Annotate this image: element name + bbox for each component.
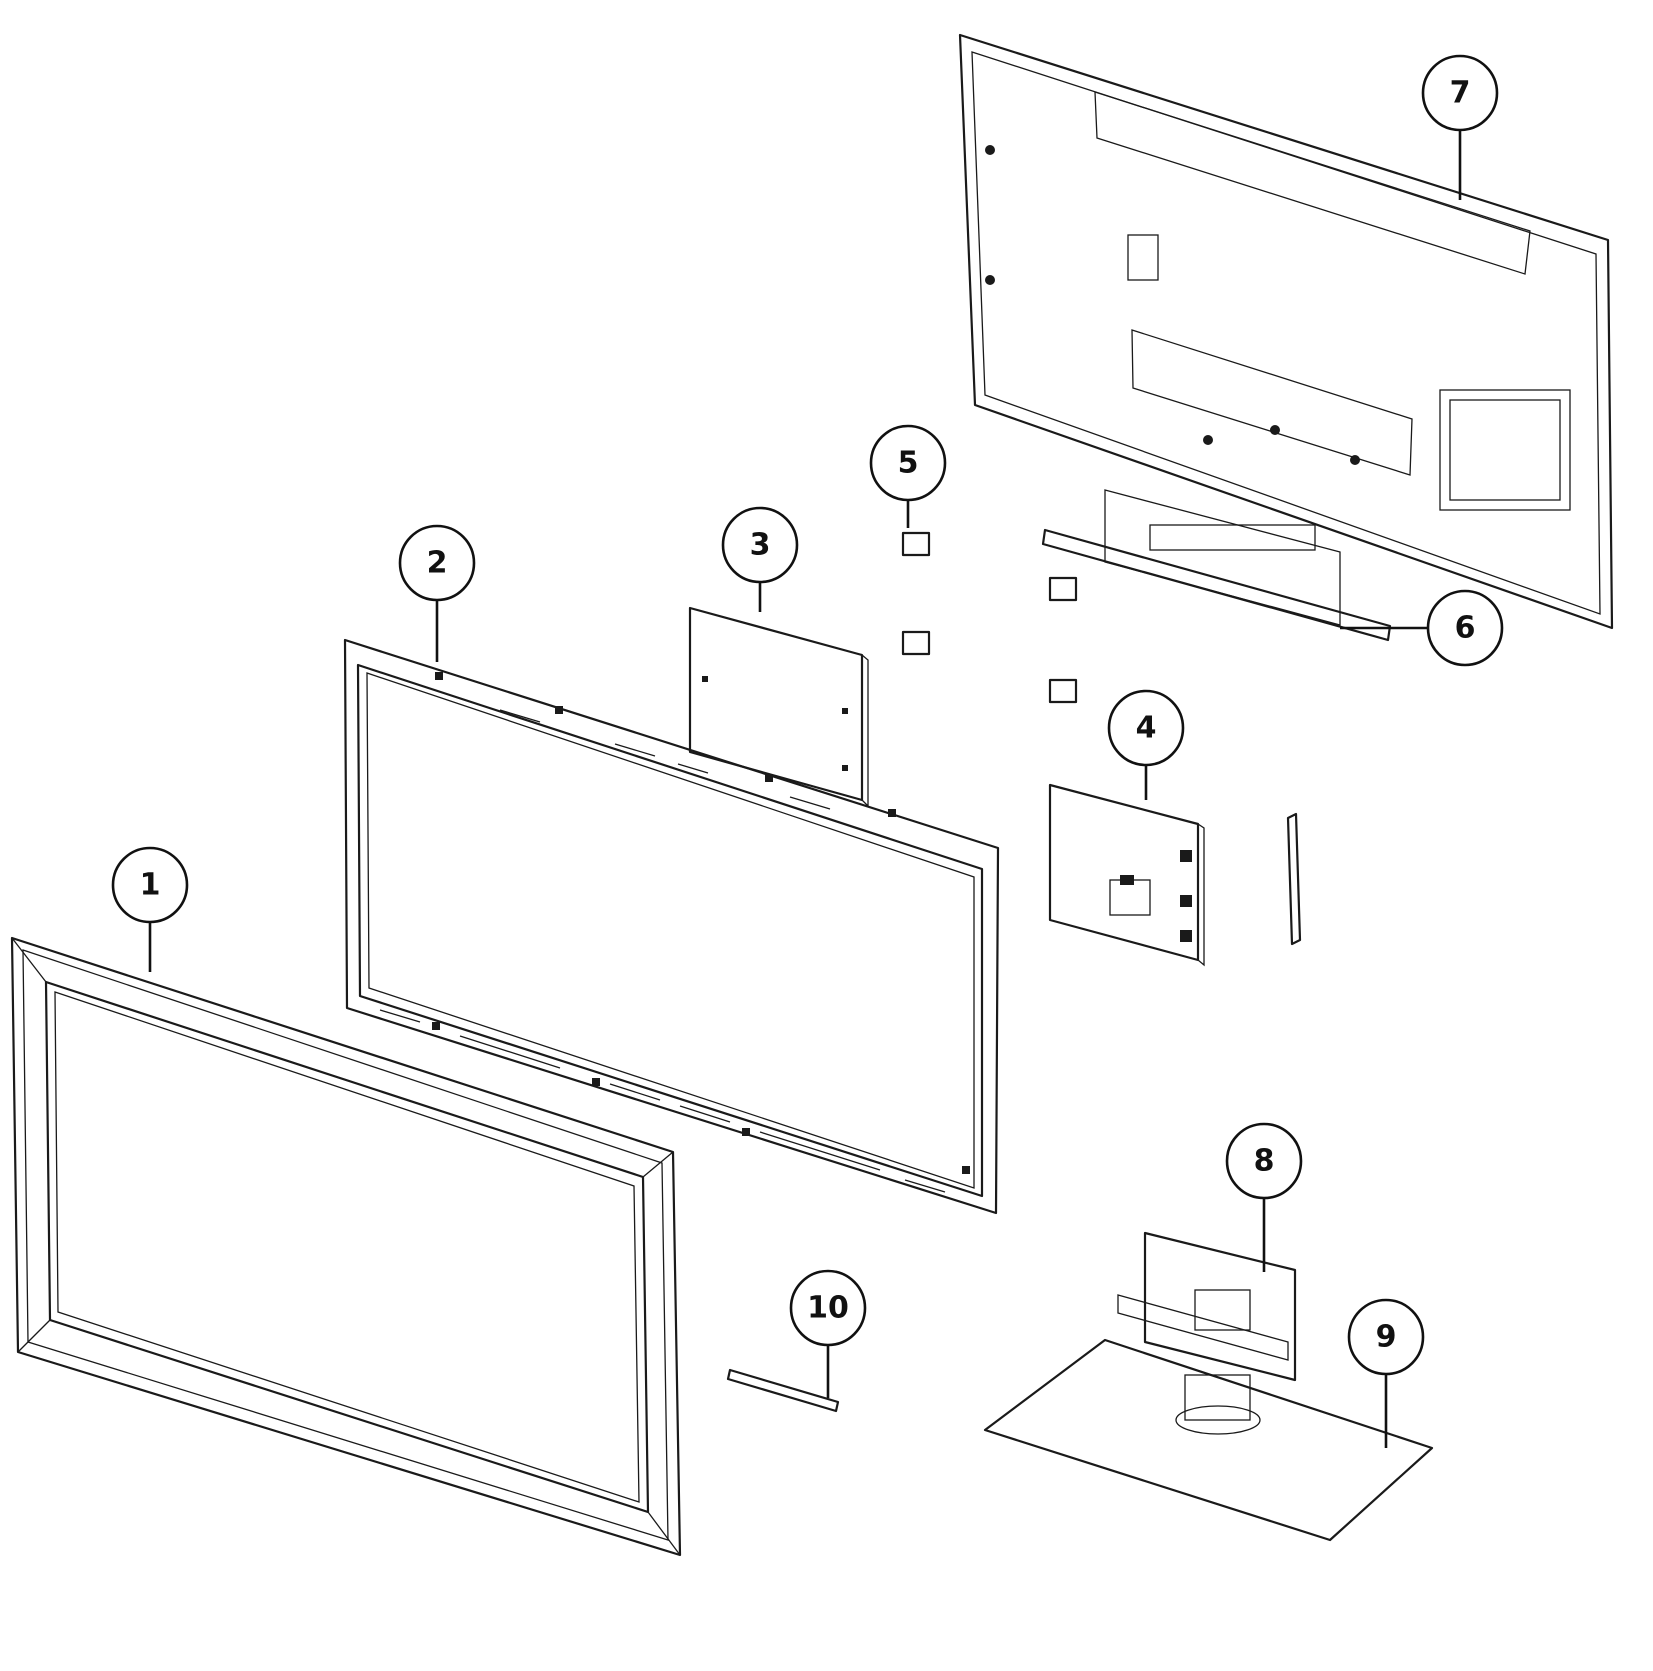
callout-1: 1 — [111, 846, 189, 924]
callout-6: 6 — [1426, 589, 1504, 667]
callout-3: 3 — [721, 506, 799, 584]
callout-6-label: 6 — [1455, 611, 1476, 646]
callout-4: 4 — [1107, 689, 1185, 767]
part-front-bezel — [10, 936, 682, 1557]
callout-2-label: 2 — [427, 546, 448, 581]
callout-7-label: 7 — [1450, 76, 1471, 111]
part-circuit-board-a — [688, 606, 869, 808]
callout-5: 5 — [869, 424, 947, 502]
callout-8-label: 8 — [1254, 1144, 1275, 1179]
callout-9: 9 — [1347, 1298, 1425, 1376]
callout-10-label: 10 — [807, 1291, 849, 1326]
callout-10: 10 — [789, 1269, 867, 1347]
part-back-cover — [958, 33, 1614, 630]
part-main-board — [1048, 783, 1205, 967]
callout-5-label: 5 — [898, 446, 919, 481]
callout-2: 2 — [398, 524, 476, 602]
part-stand-neck — [1117, 1231, 1297, 1382]
part-bracket — [1041, 489, 1392, 642]
callout-3-label: 3 — [750, 528, 771, 563]
part-small-strip — [726, 1368, 840, 1413]
callout-9-label: 9 — [1376, 1320, 1397, 1355]
callout-1-label: 1 — [140, 868, 161, 903]
callout-7: 7 — [1421, 54, 1499, 132]
callout-leaders — [148, 130, 1462, 1448]
part-clips — [901, 531, 1078, 704]
part-panel-frame — [343, 638, 1000, 1215]
part-side-strip — [1286, 812, 1302, 946]
part-stand-base — [983, 1338, 1434, 1542]
callout-8: 8 — [1225, 1122, 1303, 1200]
callout-4-label: 4 — [1136, 711, 1157, 746]
